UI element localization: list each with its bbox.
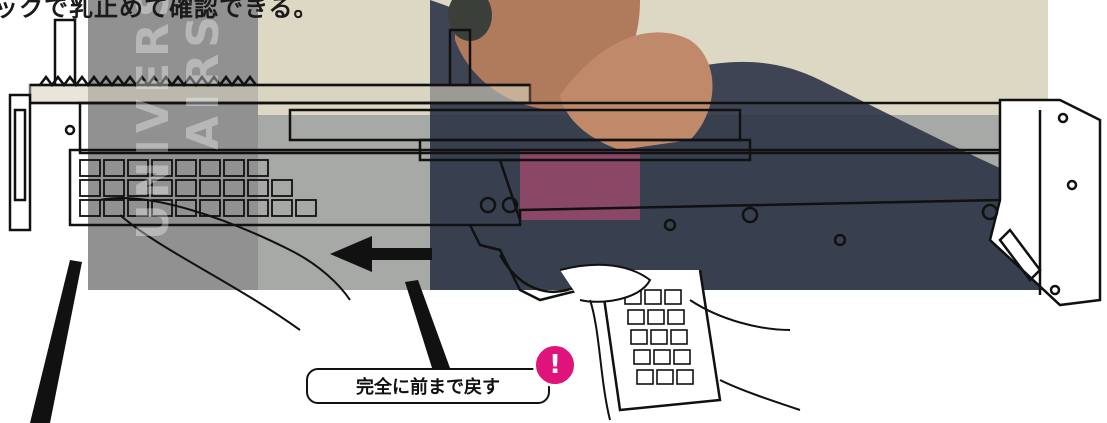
top-caption: ックで乳止めて確認できる。 — [0, 0, 319, 22]
lower-left-pointer — [30, 260, 82, 423]
watermark-text-2: AIRS — [178, 10, 229, 150]
watermark-text-1: UNIVERS — [128, 0, 179, 240]
callout-text: 完全に前まで戻す — [356, 377, 500, 398]
photo-overlay-gray-left — [88, 0, 258, 290]
callout-box: 完全に前まで戻す — [306, 368, 550, 404]
arrow-left-icon — [330, 236, 432, 272]
person-hand — [560, 32, 713, 151]
callout-pointer — [405, 280, 450, 368]
exclamation-icon: ! — [533, 343, 577, 387]
